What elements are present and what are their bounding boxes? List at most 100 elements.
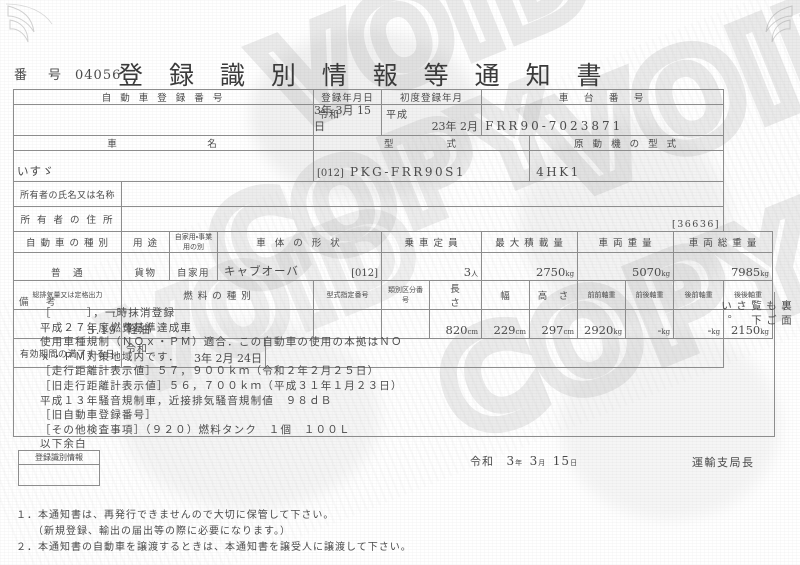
header-chassis-number: 車 台 番 号 [481,89,725,105]
header-gross-weight: 車 両 総 重 量 [673,231,773,253]
value-vehicle-name: いすゞ [17,164,55,178]
label-owner-address: 所 有 者 の 住 所 [13,206,122,232]
value-displacement-cell: 5.19 L [13,309,122,339]
unit-gross-weight: kg [760,270,769,278]
value-vehicle-type: 普 通 [13,252,122,281]
header-axle-front-rear: 前後軸重 [625,280,675,310]
table-row-owner-address: 所 有 者 の 住 所 [36636] [13,206,773,232]
backside-note: 裏面もご覧下さい。 [720,300,792,329]
header-engine-model: 原 動 機 の 型 式 [529,135,725,151]
header-use: 用 途 [121,231,170,253]
table-row-values-1: 令和 3年 3月 15日 平成 23年 2月 FRR90-7023871 [12,104,773,136]
value-gross-weight: 7985 [730,265,761,279]
header-seating-capacity: 乗 車 定 員 [381,231,483,253]
registration-identification-label: 登録識別情報 [19,451,99,465]
table-row-header-4: 総排気量又は定格出力 燃 料 の 種 別 型式指定番号 類別区分番号 長 さ 幅… [13,280,773,310]
value-vehicle-name-cell: いすゞ [12,150,315,182]
unit-displacement: L [112,311,117,319]
value-chassis-number: FRR90-7023871 [481,104,725,136]
table-row-values-4: 5.19 L 軽油 820cm 229cm 297cm 2920 [13,309,773,339]
value-model-cell: [012] PKG-FRR90S1 [313,150,531,182]
remarks-body: ［ ］，一時抹消登録 平成２７年度燃費基準達成車 使用車種規制（ＮＯｘ・ＰＭ）適… [40,307,403,451]
header-width: 幅 [481,280,531,310]
issue-date-day: 15 [552,454,571,468]
value-length-cell: 820cm [429,309,483,339]
value-body-shape-cell: キャブオーバ [012] [216,252,383,281]
header-model: 型 式 [313,135,531,151]
registration-table: 自 動 車 登 録 番 号 登録年月日 初度登録年月 車 台 番 号 令和 3年… [12,89,773,368]
table-row-header-3: 自 動 車 の 種 別 用 途 自家用・事業用の別 車 体 の 形 状 乗 車 … [13,231,773,253]
value-class-division-no [381,309,431,339]
value-length: 820 [445,323,468,337]
header-vehicle-weight: 車 両 重 量 [577,231,675,253]
value-plate-number [12,104,315,136]
value-expiry-date-cell: 令和 3年 2月 24日 [121,338,266,368]
value-vehicle-weight: 5070 [632,265,662,279]
value-axle-rr-cell: 2150kg [723,309,773,339]
document-number-value: 04056 [75,68,122,83]
value-vehicle-weight-cell: 5070kg [577,252,675,281]
unit-width: cm [515,328,527,336]
value-model-code: [012] [317,168,344,179]
header-axle-front-front: 前前軸重 [577,280,627,310]
corner-ornament-top-left [4,2,60,54]
value-type-designation-no [313,309,383,339]
registration-date-era: 令和 [318,110,341,121]
expiry-date: 3年 2月 24日 [194,352,262,365]
document-number-label: 番 号 [14,68,66,83]
value-axle-rear-front: - [707,323,712,337]
value-height: 297 [541,323,564,337]
value-max-load: 2750 [536,265,566,279]
value-owner-address-code: [36636] [120,206,725,232]
value-max-load-cell: 2750kg [481,252,579,281]
issue-date-year: 3 [506,454,516,468]
issue-date-era: 令和 [470,455,494,468]
value-seating: 3 [463,265,472,279]
footer-notes: １．本通知書は、再発行できませんので大切に保管して下さい。 （新規登録、輸出の届… [16,510,412,553]
header-vehicle-type: 自 動 車 の 種 別 [13,231,122,253]
value-axle-rf-cell: -kg [673,309,725,339]
registration-date-value: 3年 3月 15日 [314,104,372,133]
first-registration-era: 平成 [386,110,409,121]
header-vehicle-name: 車 名 [12,135,315,151]
header-length: 長 さ [429,280,491,310]
table-row-values-2: いすゞ [012] PKG-FRR90S1 4HK1 [12,150,773,182]
unit-axle-fr: kg [661,328,671,336]
registration-identification-box: 登録識別情報 [18,450,100,486]
value-axle-front-front: 2920 [584,323,614,337]
expiry-era: 令和 [126,344,148,355]
page-title: 登 録 識 別 情 報 等 通 知 書 [118,61,611,90]
value-fuel-type: 軽油 [126,322,151,336]
value-axle-front-rear: - [657,323,662,337]
issuing-authority: 運輸支局長 [692,456,755,469]
registration-identification-value [19,465,99,485]
value-width: 229 [493,323,516,337]
document-number: 番 号 04056 [14,64,121,83]
table-row-header-2: 車 名 型 式 原 動 機 の 型 式 [12,135,773,151]
header-body-shape: 車 体 の 形 状 [216,231,383,253]
value-displacement: 5.19 [87,323,117,337]
first-registration-value: 23年 2月 [431,120,479,133]
label-owner-name: 所有者の氏名又は名称 [13,181,122,207]
remarks-section: 備 考 ［ ］，一時抹消登録 平成２７年度燃費基準達成車 使用車種規制（ＮＯｘ・… [13,292,775,450]
unit-vehicle-weight: kg [661,270,671,278]
value-fuel-cell: 軽油 [120,309,315,339]
value-registration-date: 令和 3年 3月 15日 [313,104,383,136]
value-first-registration: 平成 23年 2月 [381,104,483,136]
header-displacement: 総排気量又は定格出力 [13,280,122,310]
expiry-blank-cell [264,338,725,368]
value-axle-rear-rear: 2150 [730,323,761,337]
value-body-shape-code: [012] [351,268,379,279]
unit-seating: 人 [471,270,479,278]
value-use: 貨物 [121,252,170,281]
unit-axle-ff: kg [613,328,623,336]
label-expiry-date: 有効期間の満了する日 [13,338,122,368]
table-row-owner-name: 所有者の氏名又は名称 [13,181,773,207]
value-body-shape: キャブオーバ [224,264,299,278]
table-row-expiry: 有効期間の満了する日 令和 3年 2月 24日 [13,338,773,368]
unit-axle-rf: kg [711,328,721,336]
value-private-commercial: 自家用 [169,252,218,281]
table-row-header-1: 自 動 車 登 録 番 号 登録年月日 初度登録年月 車 台 番 号 [12,89,773,105]
header-max-load: 最 大 積 載 量 [481,231,579,253]
